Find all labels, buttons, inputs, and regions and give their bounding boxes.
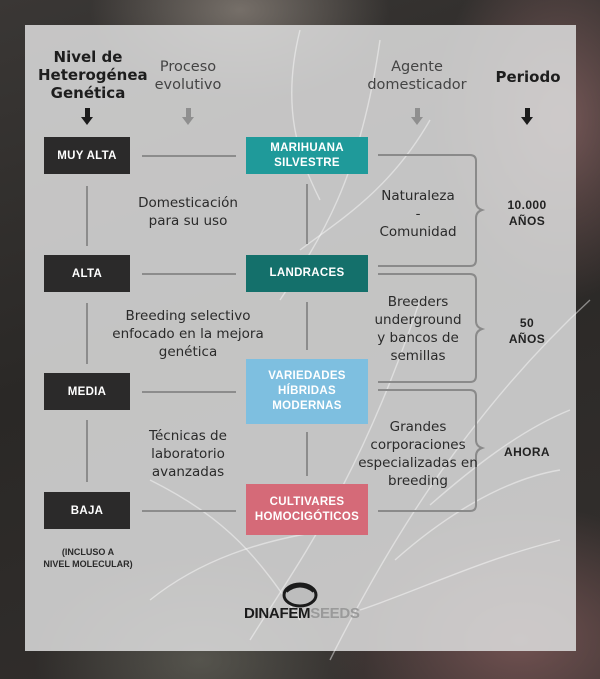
period-50-years: 50 AÑOS <box>487 315 567 347</box>
seed-logo-icon <box>282 582 318 608</box>
desc-line: laboratorio <box>151 446 225 462</box>
connector-line <box>306 184 308 244</box>
note-line: (INCLUSO A <box>61 547 115 557</box>
bracket-3 <box>378 389 486 512</box>
stage-marihuana-silvestre: MARIHUANA SILVESTRE <box>246 137 368 174</box>
stage-cultivares-homocigoticos: CULTIVARES HOMOCIGÓTICOS <box>246 484 368 535</box>
agent-corporations: Grandes corporaciones especializadas en … <box>354 418 482 490</box>
desc-line: especializadas en <box>358 455 478 471</box>
header-line: Nivel de <box>53 48 123 66</box>
desc-line: avanzadas <box>151 464 225 480</box>
header-process: Proceso evolutivo <box>138 58 238 94</box>
level-baja: BAJA <box>44 492 130 529</box>
connector-line <box>142 510 236 512</box>
period-line: AHORA <box>504 445 550 459</box>
desc-line: Breeders <box>387 294 449 310</box>
desc-line: corporaciones <box>370 437 466 453</box>
period-line: AÑOS <box>508 332 546 346</box>
period-line: 50 <box>519 316 535 330</box>
period-line: AÑOS <box>508 214 546 228</box>
period-line: 10.000 <box>507 198 547 212</box>
desc-line: Domesticación <box>138 195 238 211</box>
bracket-1 <box>378 154 486 267</box>
header-genetic-level: Nivel de Heterogénea Genética <box>38 48 148 102</box>
header-line: domesticador <box>367 77 467 93</box>
connector-line <box>86 303 88 364</box>
header-line: Proceso <box>159 59 217 75</box>
desc-line: - <box>415 206 421 222</box>
stage-line: LANDRACES <box>269 267 345 279</box>
header-line: evolutivo <box>154 77 222 93</box>
connector-line <box>306 432 308 476</box>
level-note: (INCLUSO A NIVEL MOLECULAR) <box>32 546 144 570</box>
stage-variedades-hibridas: VARIEDADES HÍBRIDAS MODERNAS <box>246 359 368 424</box>
process-domestication: Domesticación para su uso <box>120 194 256 230</box>
stage-line: MODERNAS <box>272 400 342 412</box>
desc-line: Breeding selectivo <box>125 308 251 324</box>
desc-line: breeding <box>388 473 448 489</box>
level-media: MEDIA <box>44 373 130 410</box>
brand-suffix: SEEDS <box>310 605 360 622</box>
process-lab-techniques: Técnicas de laboratorio avanzadas <box>120 427 256 481</box>
connector-line <box>142 273 236 275</box>
connector-line <box>86 420 88 482</box>
header-agent: Agente domesticador <box>356 58 478 94</box>
connector-line <box>86 186 88 246</box>
desc-line: Grandes <box>389 419 447 435</box>
agent-breeders-seedbanks: Breeders underground y bancos de semilla… <box>366 293 470 365</box>
desc-line: para su uso <box>148 213 228 229</box>
level-alta: ALTA <box>44 255 130 292</box>
agent-nature-community: Naturaleza - Comunidad <box>368 187 468 241</box>
desc-line: genética <box>158 344 218 360</box>
desc-line: Comunidad <box>379 224 457 240</box>
infographic-panel <box>25 25 576 651</box>
brand-name: DINAFEM <box>244 605 311 622</box>
process-selective-breeding: Breeding selectivo enfocado en la mejora… <box>106 307 270 361</box>
desc-line: semillas <box>390 348 446 364</box>
connector-line <box>142 391 236 393</box>
connector-line <box>306 302 308 350</box>
note-line: NIVEL MOLECULAR) <box>43 559 133 569</box>
desc-line: Naturaleza <box>381 188 455 204</box>
brand-logo: DINAFEMSEEDS <box>244 605 360 622</box>
level-muy-alta: MUY ALTA <box>44 137 130 174</box>
stage-landraces: LANDRACES <box>246 255 368 292</box>
stage-line: SILVESTRE <box>274 156 340 169</box>
header-line: Agente <box>391 59 443 75</box>
header-line: Heterogénea <box>38 66 148 84</box>
stage-line: MARIHUANA <box>270 141 344 154</box>
desc-line: y bancos de <box>377 330 459 346</box>
stage-line: HÍBRIDAS <box>278 385 336 397</box>
bracket-2 <box>378 273 486 383</box>
stage-line: HOMOCIGÓTICOS <box>254 510 360 523</box>
connector-line <box>142 155 236 157</box>
desc-line: enfocado en la mejora <box>112 326 264 342</box>
stage-line: VARIEDADES <box>268 370 346 382</box>
period-brackets <box>378 154 486 512</box>
desc-line: Técnicas de <box>149 428 227 444</box>
desc-line: underground <box>374 312 462 328</box>
period-now: AHORA <box>487 444 567 460</box>
header-period: Periodo <box>495 68 561 86</box>
header-line: Genética <box>50 84 126 102</box>
period-10000-years: 10.000 AÑOS <box>487 197 567 229</box>
stage-line: CULTIVARES <box>269 495 345 508</box>
